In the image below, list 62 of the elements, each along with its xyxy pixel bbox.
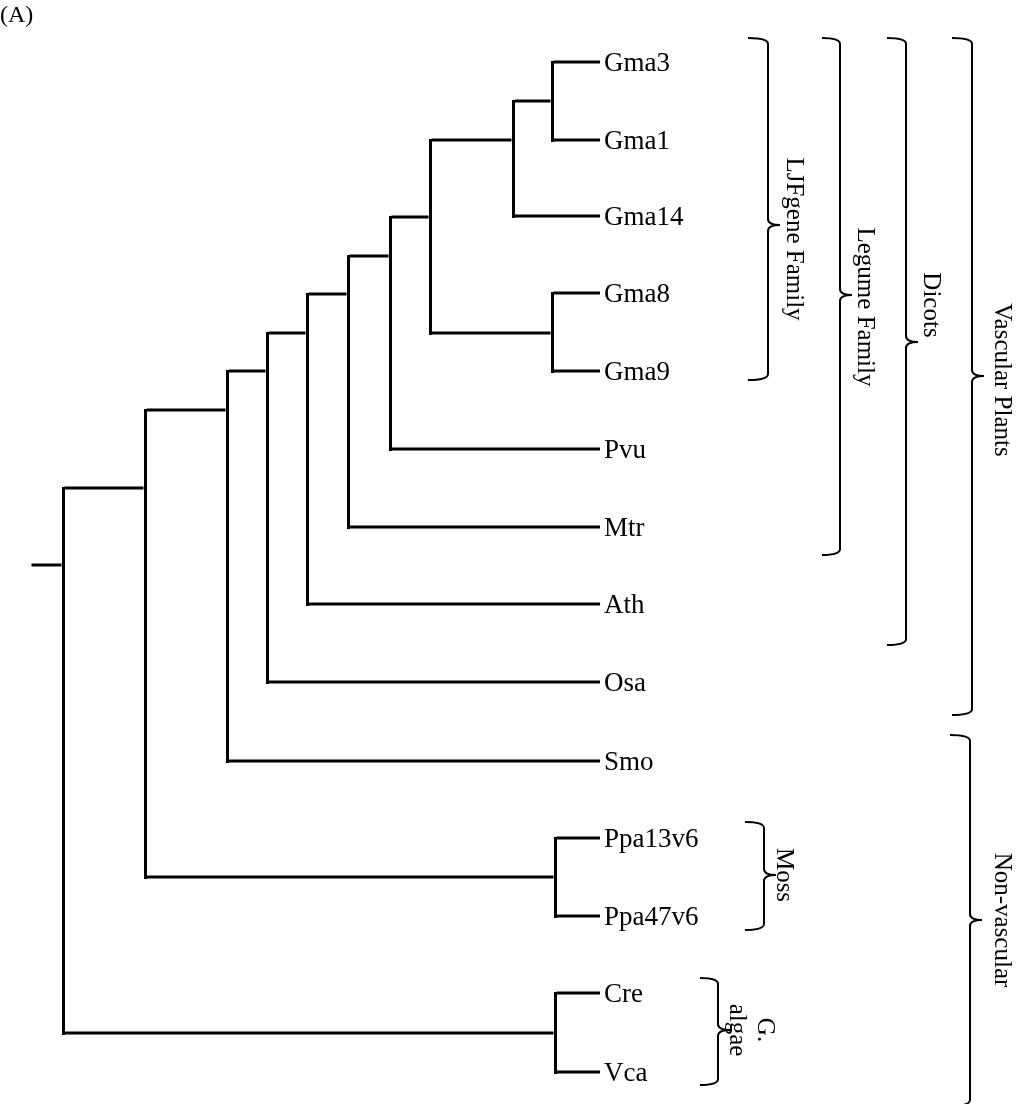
taxon-label: Gma9 bbox=[604, 355, 670, 387]
taxon-label: Ppa13v6 bbox=[604, 822, 699, 854]
branch-node-bar bbox=[61, 486, 65, 1035]
branch-node-bar bbox=[550, 60, 554, 142]
branch-line bbox=[514, 214, 600, 218]
branch-line bbox=[553, 369, 600, 373]
branch-line bbox=[431, 331, 551, 335]
branch-line bbox=[514, 99, 551, 103]
branch-line bbox=[228, 759, 600, 763]
branch-line bbox=[349, 525, 600, 529]
taxon-label: Vca bbox=[604, 1056, 648, 1088]
branch-line bbox=[553, 291, 600, 295]
branch-node-bar bbox=[388, 215, 392, 451]
root-branch-line bbox=[31, 563, 62, 567]
branch-node-bar bbox=[511, 99, 515, 218]
branch-line bbox=[146, 875, 554, 879]
taxon-label: Gma1 bbox=[604, 124, 670, 156]
branch-line bbox=[556, 914, 600, 918]
clade-label: LJFgene Family bbox=[781, 157, 809, 321]
branch-line bbox=[556, 1070, 600, 1074]
clade-label: Non-vascular bbox=[989, 852, 1017, 988]
branch-node-bar bbox=[553, 836, 557, 918]
branch-line bbox=[146, 408, 226, 412]
branch-node-bar bbox=[346, 254, 350, 529]
branch-line bbox=[308, 602, 600, 606]
clade-label: G. algae bbox=[724, 1002, 780, 1059]
branch-line bbox=[431, 138, 512, 142]
branch-line bbox=[64, 1031, 554, 1035]
branch-line bbox=[308, 292, 347, 296]
branch-line bbox=[268, 680, 600, 684]
branch-node-bar bbox=[225, 369, 229, 763]
branch-node-bar bbox=[553, 991, 557, 1074]
clade-label: Dicots bbox=[918, 272, 946, 338]
branch-line bbox=[556, 991, 600, 995]
branch-line bbox=[391, 447, 600, 451]
branch-line bbox=[391, 215, 429, 219]
taxon-label: Ppa47v6 bbox=[604, 900, 699, 932]
branch-line bbox=[228, 369, 266, 373]
clade-label: Vascular Plants bbox=[989, 303, 1017, 457]
taxon-label: Mtr bbox=[604, 511, 645, 543]
taxon-label: Smo bbox=[604, 745, 654, 777]
taxon-label: Ath bbox=[604, 588, 645, 620]
clade-label: Legume Family bbox=[852, 227, 880, 387]
branch-line bbox=[64, 486, 144, 490]
branch-line bbox=[553, 60, 600, 64]
branch-line bbox=[349, 254, 389, 258]
taxon-label: Gma8 bbox=[604, 277, 670, 309]
panel-label: (A) bbox=[0, 0, 34, 28]
branch-line bbox=[268, 331, 306, 335]
taxon-label: Osa bbox=[604, 666, 646, 698]
clade-label: Moss bbox=[771, 847, 799, 903]
branch-node-bar bbox=[305, 292, 309, 606]
branch-line bbox=[556, 836, 600, 840]
branch-node-bar bbox=[428, 138, 432, 335]
taxon-label: Pvu bbox=[604, 433, 647, 465]
branch-node-bar bbox=[143, 408, 147, 879]
branch-node-bar bbox=[265, 331, 269, 684]
branch-node-bar bbox=[550, 291, 554, 373]
taxon-label: Gma14 bbox=[604, 200, 684, 232]
taxon-label: Cre bbox=[604, 977, 643, 1009]
branch-line bbox=[553, 138, 600, 142]
taxon-label: Gma3 bbox=[604, 46, 670, 78]
